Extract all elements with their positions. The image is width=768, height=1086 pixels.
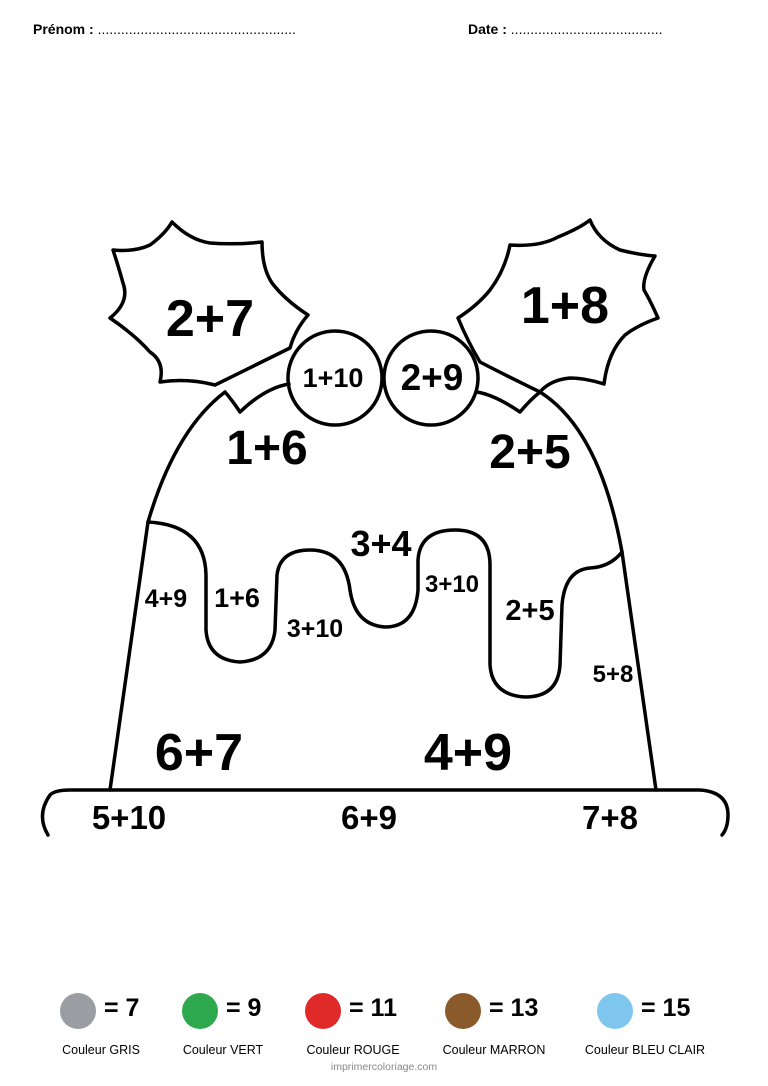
drip-2-sum: 1+6	[214, 583, 260, 613]
legend-vert: = 9 Couleur VERT	[182, 990, 322, 1070]
legend-label: Couleur GRIS	[62, 1043, 140, 1057]
berry-left-sum: 1+10	[303, 363, 364, 393]
pudding-dome	[108, 382, 291, 792]
drip-4-sum: 3+10	[425, 571, 479, 598]
drip-6-sum: 5+8	[593, 661, 634, 688]
custard-drip	[146, 520, 624, 699]
name-field: Prénom : ...............................…	[33, 21, 296, 37]
plate-right-sum: 7+8	[582, 799, 638, 836]
date-dotted-line: .......................................	[510, 21, 663, 37]
dome-right-sum: 2+5	[489, 426, 570, 479]
legend-gris: = 7 Couleur GRIS	[60, 990, 200, 1070]
legend-value: = 9	[226, 994, 262, 1022]
dome-left-sum: 1+6	[226, 422, 307, 475]
legend-label: Couleur ROUGE	[306, 1043, 400, 1057]
holly-leaf-left	[108, 220, 310, 387]
name-label: Prénom :	[33, 21, 94, 37]
pudding-dome-right	[475, 390, 658, 792]
pudding-left-sum: 6+7	[155, 724, 243, 782]
holly-left-sum: 2+7	[166, 290, 254, 348]
drip-5-sum: 2+5	[505, 595, 554, 627]
legend-marron: = 13 Couleur MARRON	[442, 990, 585, 1070]
drip-top-sum: 3+4	[350, 523, 411, 564]
date-label: Date :	[468, 21, 507, 37]
legend-value: = 15	[641, 994, 691, 1022]
drip-3-sum: 3+10	[287, 615, 343, 643]
legend-rouge: = 11 Couleur ROUGE	[305, 990, 445, 1070]
legend-value: = 11	[349, 994, 397, 1022]
red-swatch-icon	[305, 993, 341, 1029]
berry-right	[382, 329, 480, 427]
gray-swatch-icon	[60, 993, 96, 1029]
plate-mid-sum: 6+9	[341, 799, 397, 836]
legend-label: Couleur MARRON	[442, 1043, 546, 1057]
berry-right-sum: 2+9	[401, 357, 464, 398]
drip-1-sum: 4+9	[145, 585, 187, 613]
legend-label: Couleur BLEU CLAIR	[584, 1043, 706, 1057]
date-field: Date : .................................…	[468, 21, 663, 37]
legend-value: = 7	[104, 994, 140, 1022]
green-swatch-icon	[182, 993, 218, 1029]
holly-leaf-right	[456, 218, 660, 394]
plate-left-sum: 5+10	[92, 799, 166, 836]
holly-right-sum: 1+8	[521, 277, 609, 335]
name-dotted-line: ........................................…	[97, 21, 296, 37]
legend-bleu-clair: = 15 Couleur BLEU CLAIR	[585, 990, 737, 1070]
legend-label: Couleur VERT	[182, 1043, 264, 1057]
berry-left	[286, 329, 384, 427]
pudding-right-sum: 4+9	[424, 724, 512, 782]
light-blue-swatch-icon	[597, 993, 633, 1029]
brown-swatch-icon	[445, 993, 481, 1029]
plate	[40, 788, 730, 837]
legend-value: = 13	[489, 994, 539, 1022]
site-watermark: imprimercoloriage.com	[330, 1061, 438, 1073]
